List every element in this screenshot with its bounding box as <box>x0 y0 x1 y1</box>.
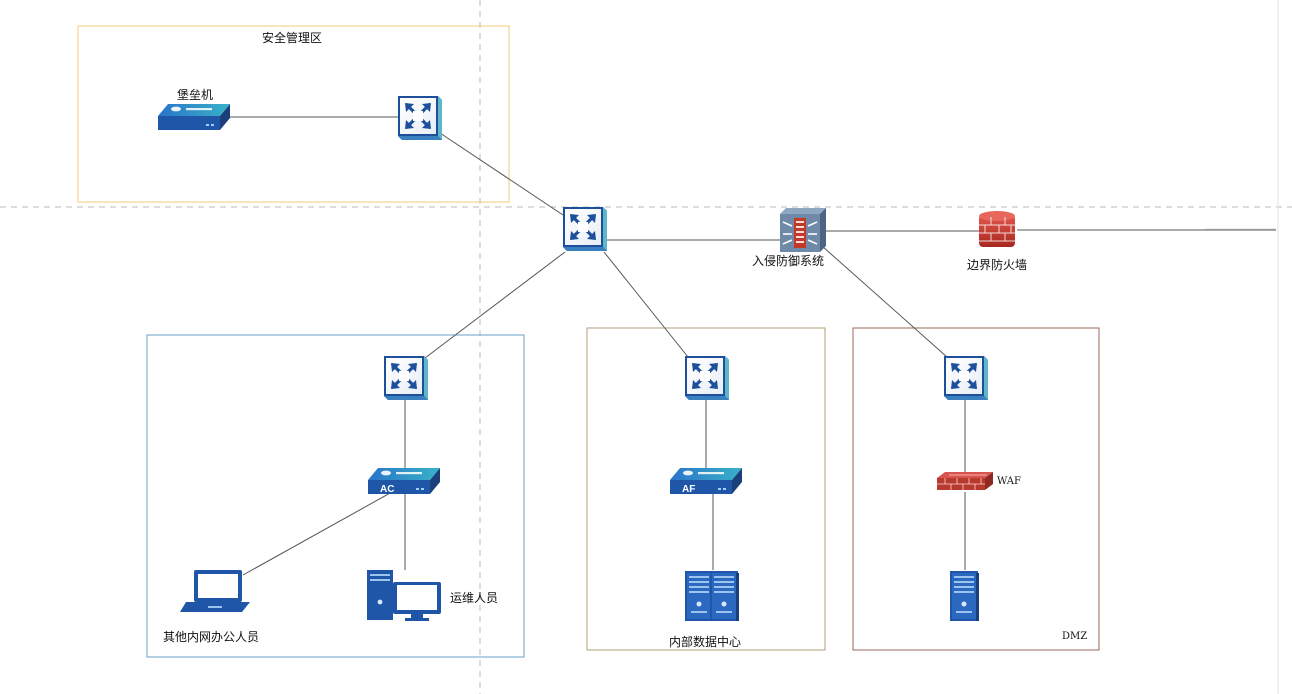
switch-datacenter-icon <box>683 354 731 402</box>
ops-staff-label: 运维人员 <box>450 591 499 605</box>
dmz-server-icon <box>950 571 979 621</box>
bastion-host-icon <box>158 104 230 130</box>
zone-office <box>146 334 525 658</box>
switch-security-icon <box>396 94 444 142</box>
switch-dmz-icon <box>942 354 990 402</box>
laptop-icon <box>180 570 250 612</box>
datacenter-servers-icon <box>685 571 739 621</box>
datacenter-label: 内部数据中心 <box>669 635 742 649</box>
ops-workstation-icon <box>367 570 441 621</box>
ips-device-icon <box>780 208 826 252</box>
border-firewall-icon <box>979 211 1015 247</box>
border-firewall-label: 边界防火墙 <box>967 258 1028 272</box>
ac-device-label: AC <box>380 484 394 495</box>
af-device-icon <box>670 468 742 494</box>
zone-datacenter <box>586 327 826 651</box>
zone-dmz <box>852 327 1100 651</box>
ips-label: 入侵防御系统 <box>752 254 825 268</box>
switch-office-icon <box>382 354 430 402</box>
af-device-label: AF <box>682 484 695 495</box>
office-staff-label: 其他内网办公人员 <box>163 630 260 644</box>
connection-lines <box>230 116 1276 576</box>
waf-label: WAF <box>997 476 1021 487</box>
waf-device-icon <box>937 472 993 490</box>
zone-dmz-title: DMZ <box>1062 631 1088 642</box>
bastion-host-label: 堡垒机 <box>177 88 214 102</box>
core-switch-icon <box>561 205 609 253</box>
zone-security-title: 安全管理区 <box>262 31 323 45</box>
ac-device-icon <box>368 468 440 494</box>
zone-security-management <box>77 25 510 203</box>
